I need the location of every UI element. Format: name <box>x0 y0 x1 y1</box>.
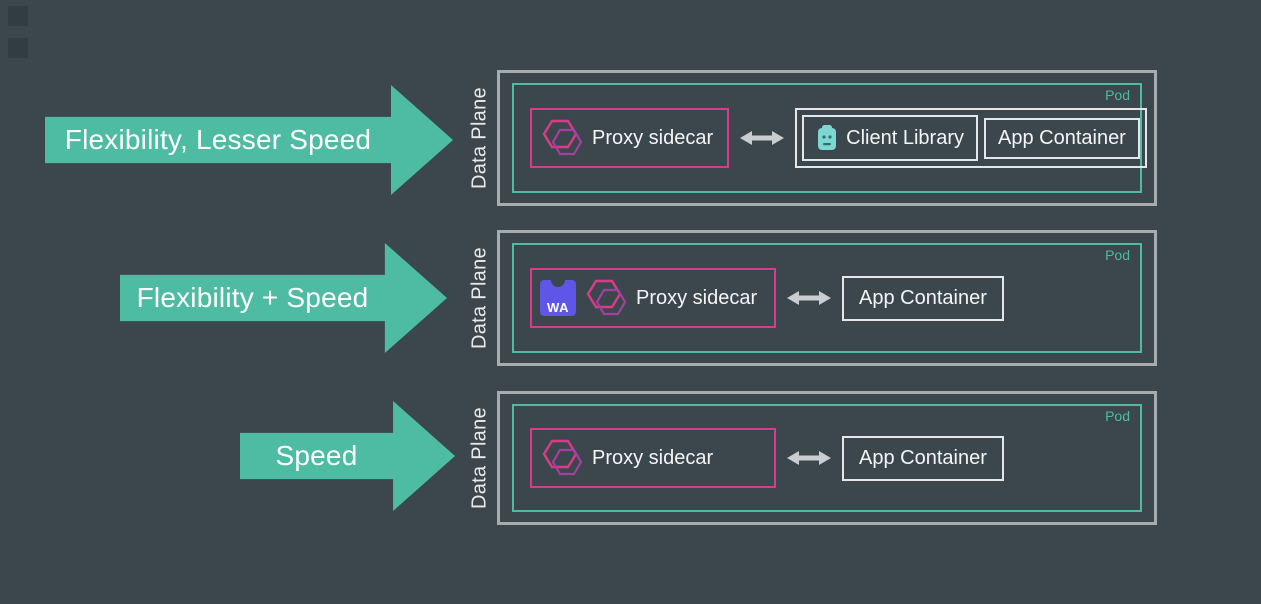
client-library-label: Client Library <box>846 126 964 149</box>
webassembly-icon: WA <box>540 279 576 316</box>
proxy-sidecar-box: WA Proxy sidecar <box>530 268 776 328</box>
app-container-box: App Container <box>983 117 1140 159</box>
data-plane-label: Data Plane <box>468 407 491 509</box>
webassembly-label: WA <box>547 300 569 315</box>
data-plane-label: Data Plane <box>468 247 491 349</box>
proxy-sidecar-box: Proxy sidecar <box>530 428 776 488</box>
arrow-flexibility-lesser-speed: Flexibility, Lesser Speed <box>45 85 453 195</box>
arrow-label: Flexibility + Speed <box>136 282 369 313</box>
app-container-label: App Container <box>859 286 987 309</box>
webassembly-notch <box>551 279 565 287</box>
app-container-box: App Container <box>842 275 1004 321</box>
pod-workload-group: Client Library App Container <box>795 108 1147 168</box>
pod-label: Pod <box>1105 408 1130 424</box>
data-plane-panel-3: Pod Proxy sidecar App Contain <box>497 391 1157 525</box>
proxy-sidecar-label: Proxy sidecar <box>592 126 714 149</box>
pod-box: Pod Proxy sidecar App Contain <box>512 404 1142 512</box>
pod-box: Pod Proxy sidecar <box>512 83 1147 193</box>
arrow-flexibility-plus-speed: Flexibility + Speed <box>120 243 447 353</box>
client-library-box: Client Library <box>802 115 978 161</box>
envoy-hexagon-icon <box>540 118 584 158</box>
envoy-hexagon-icon <box>584 278 628 318</box>
data-plane-label: Data Plane <box>468 87 491 189</box>
proxy-sidecar-label: Proxy sidecar <box>636 286 758 309</box>
data-plane-panel-2: Pod WA Proxy sidecar <box>497 230 1157 366</box>
proxy-sidecar-box: Proxy sidecar <box>530 108 730 168</box>
pod-label: Pod <box>1105 247 1130 263</box>
bidirectional-arrow-icon <box>786 289 832 307</box>
decorative-corner-square <box>8 6 28 26</box>
client-library-icon <box>816 124 838 152</box>
arrow-label: Flexibility, Lesser Speed <box>64 124 372 155</box>
envoy-hexagon-icon <box>540 438 584 478</box>
bidirectional-arrow-icon <box>786 449 832 467</box>
decorative-corner-square <box>8 38 28 58</box>
app-container-box: App Container <box>842 435 1004 481</box>
pod-box: Pod WA Proxy sidecar <box>512 243 1142 353</box>
proxy-sidecar-label: Proxy sidecar <box>592 446 714 469</box>
pod-label: Pod <box>1105 87 1130 103</box>
app-container-label: App Container <box>859 446 987 469</box>
arrow-speed: Speed <box>240 401 455 511</box>
data-plane-panel-1: Pod Proxy sidecar <box>497 70 1157 206</box>
arrow-label: Speed <box>275 440 358 471</box>
bidirectional-arrow-icon <box>739 129 785 147</box>
app-container-label: App Container <box>997 126 1126 149</box>
